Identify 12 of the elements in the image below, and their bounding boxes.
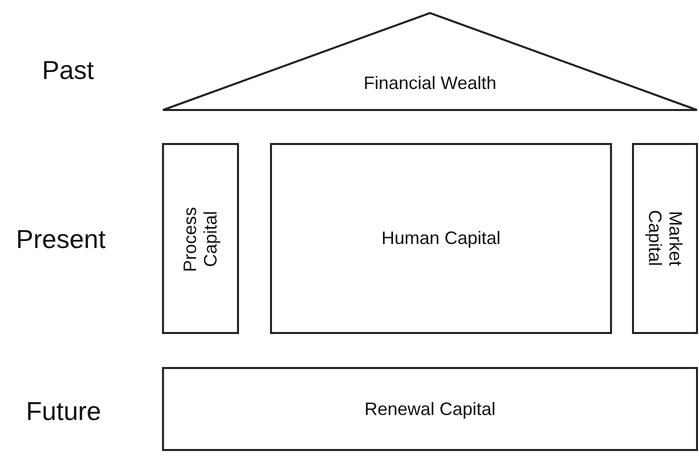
time-label: Past (42, 55, 94, 86)
pillar-box (162, 143, 239, 334)
time-label: Present (16, 224, 106, 255)
box-label: Renewal Capital (364, 398, 496, 420)
time-label: Future (26, 396, 102, 427)
box-label: Human Capital (381, 228, 501, 249)
pillar-box (632, 143, 698, 334)
box-label: Financial Wealth (364, 73, 496, 94)
center-box (270, 143, 612, 334)
box-label: Process Capital (180, 204, 222, 274)
box-label: Market Capital (644, 209, 686, 269)
foundation-box (162, 367, 698, 451)
